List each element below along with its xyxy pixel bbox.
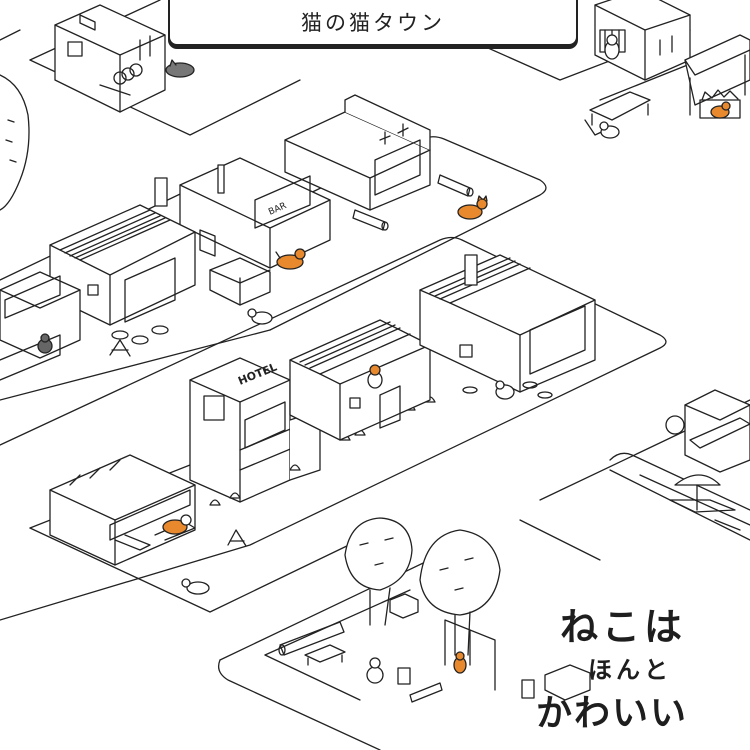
- house-middle-building[interactable]: [289, 319, 431, 441]
- cat-sitting-cafe[interactable]: [604, 34, 620, 60]
- cat-orange-pharmacy[interactable]: [457, 195, 488, 220]
- cat-orange-bar[interactable]: [275, 248, 306, 270]
- park-trash-can: [397, 667, 411, 685]
- bike-shop-building[interactable]: [54, 4, 166, 113]
- signboard-flower-shop: [227, 529, 247, 547]
- umbrella-table[interactable]: [669, 474, 741, 531]
- park-swing[interactable]: [444, 619, 496, 691]
- crates-bar: [209, 257, 271, 306]
- park-crate: [389, 593, 419, 619]
- cat-white-courtyard[interactable]: [495, 380, 515, 400]
- title-banner: 猫の猫タウン: [168, 0, 578, 46]
- house-left-building[interactable]: [49, 177, 196, 326]
- cat-white-house-left[interactable]: [247, 308, 273, 325]
- cat-gray-sleeping-top[interactable]: [165, 59, 195, 78]
- park-bench[interactable]: [304, 644, 346, 666]
- slogan-line-3: かわいい: [536, 693, 689, 734]
- signboard-left: [109, 339, 131, 357]
- cat-orange-park[interactable]: [453, 651, 467, 674]
- slogan-line-2: ほんと: [588, 656, 672, 684]
- cat-on-roof[interactable]: [367, 364, 383, 389]
- park-seesaw[interactable]: [409, 682, 443, 703]
- cat-white-road[interactable]: [181, 578, 210, 595]
- tree-left-edge: [0, 74, 30, 211]
- slogan: ねこは ほんと かわいい: [530, 596, 740, 736]
- cat-orange-top-right[interactable]: [710, 101, 731, 119]
- market-stall-top-right[interactable]: [684, 34, 750, 119]
- stepping-stones-left: [111, 325, 169, 345]
- park-logs: [278, 621, 345, 656]
- log-2: [352, 209, 389, 231]
- log-1: [437, 174, 474, 197]
- cat-white-top-right[interactable]: [599, 121, 620, 139]
- park-crates-right: [544, 664, 591, 701]
- cat-gray-left-shop[interactable]: [37, 333, 53, 354]
- pharmacy-building[interactable]: [284, 94, 431, 211]
- cat-white-park[interactable]: [366, 657, 384, 684]
- cat-calico-flower-shop[interactable]: [162, 514, 192, 535]
- right-cafe-building[interactable]: [665, 389, 750, 473]
- game-title: 猫の猫タウン: [301, 11, 445, 35]
- house-right-building[interactable]: [419, 254, 596, 393]
- left-cat-shop[interactable]: [0, 271, 81, 381]
- park-tree-left[interactable]: [344, 517, 413, 626]
- hotel-building[interactable]: HOTEL: [189, 357, 321, 503]
- stepping-stones-courtyard: [462, 381, 553, 399]
- slogan-line-1: ねこは: [560, 605, 687, 649]
- bar-building[interactable]: BAR: [179, 157, 331, 269]
- park-tree-right[interactable]: [419, 529, 501, 656]
- park-trash-can-2: [521, 679, 535, 699]
